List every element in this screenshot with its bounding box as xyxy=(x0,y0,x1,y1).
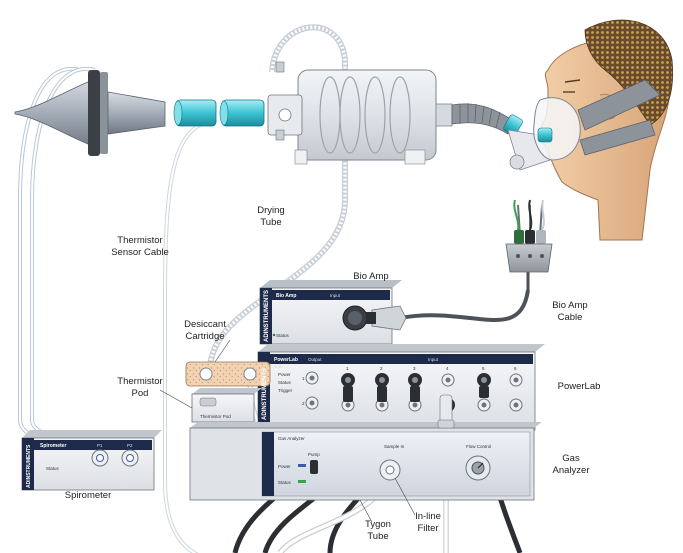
label-spirometer: Spirometer xyxy=(65,490,111,501)
powerlab-input-label: Input xyxy=(428,357,439,362)
gas-status-power: Power xyxy=(278,464,291,469)
powerlab-out-2: 2 xyxy=(302,401,305,406)
label-thermistor-pod-2: Pod xyxy=(132,388,149,399)
drying-tube-hose xyxy=(207,24,348,371)
gas-pump-label: Pump xyxy=(308,452,320,457)
cyan-connector-right xyxy=(219,99,265,127)
powerlab-status-status: Status xyxy=(278,380,292,385)
powerlab-in-label-2: 2 xyxy=(380,366,383,371)
gas-analyzer-device-title: Gas Analyzer xyxy=(278,436,305,441)
powerlab-in-label-3: 3 xyxy=(413,366,416,371)
thermistor-cable-to-pod xyxy=(163,123,201,553)
powerlab-device-title: PowerLab xyxy=(274,357,298,363)
label-desiccant-2: Cartridge xyxy=(185,331,224,342)
label-inline-filter-2: Filter xyxy=(417,523,438,534)
gas-status-status: Status xyxy=(278,480,292,485)
bio-amp-device: Bio Amp Input Status xyxy=(259,280,402,345)
powerlab-status-power: Power xyxy=(278,372,291,377)
mixing-chamber xyxy=(267,61,453,165)
cyan-connector-left xyxy=(173,99,217,127)
label-thermistor-pod-1: Thermistor xyxy=(117,376,162,387)
bnc-plugs xyxy=(343,386,489,402)
label-thermistor-sensor-cable-2: Sensor Cable xyxy=(111,247,169,258)
electrode-leads xyxy=(513,199,546,244)
label-bio-amp-cable-2: Cable xyxy=(558,312,583,323)
bio-amp-cable-connector xyxy=(505,243,553,273)
powerlab-in-label-4: 4 xyxy=(446,366,449,371)
label-inline-filter-1: In-line xyxy=(415,511,441,522)
powerlab-out-1: 1 xyxy=(302,376,305,381)
thermistor-pod-device-title: Thermistor Pod xyxy=(200,414,231,419)
label-bio-amp: Bio Amp xyxy=(353,271,388,282)
powerlab-output-label: Output xyxy=(308,357,322,362)
leader-lines xyxy=(159,339,416,523)
bio-amp-cable-line xyxy=(399,270,530,323)
gas-sample-plug xyxy=(437,394,455,429)
flow-head-cone xyxy=(14,70,166,156)
gas-sample-label: Sample In xyxy=(384,444,405,449)
powerlab-in-label-6: 6 xyxy=(514,366,517,371)
bio-amp-device-title: Bio Amp xyxy=(276,293,296,299)
label-tygon-tube-2: Tube xyxy=(367,531,388,542)
gas-analyzer-device: Gas Analyzer Power Status Pump Sample In… xyxy=(189,422,542,501)
powerlab-brand: ADINSTRUMENTS xyxy=(262,368,268,420)
bio-amp-status-label: Status xyxy=(276,333,290,338)
label-powerlab: PowerLab xyxy=(558,381,601,392)
powerlab-device: PowerLab 4/35 Output Input Power Status … xyxy=(257,344,545,431)
label-gas-analyzer-2: Analyzer xyxy=(553,465,590,476)
label-bio-amp-cable-1: Bio Amp xyxy=(552,300,587,311)
powerlab-status-trigger: Trigger xyxy=(278,388,293,393)
label-desiccant-1: Desiccant xyxy=(184,319,226,330)
label-gas-analyzer-1: Gas xyxy=(562,453,580,464)
desiccant-cartridge xyxy=(185,361,271,387)
bio-amp-plug xyxy=(366,305,407,331)
powerlab-output-ports: 1 2 xyxy=(302,371,319,410)
bio-amp-brand: ADINSTRUMENTS xyxy=(264,290,270,342)
powerlab-in-label-1: 1 xyxy=(346,366,349,371)
powerlab-in-label-5: 5 xyxy=(482,366,485,371)
bio-amp-input-label: Input xyxy=(330,293,341,298)
spirometer-device-title: Spirometer xyxy=(40,443,66,449)
label-drying-tube-2: Tube xyxy=(260,217,281,228)
spirometer-device: Spirometer P1 P2 Status xyxy=(21,430,162,491)
spiro-port-p1: P1 xyxy=(97,443,103,448)
label-tygon-tube-1: Tygon xyxy=(365,519,391,530)
label-thermistor-sensor-cable-1: Thermistor xyxy=(117,235,162,246)
label-drying-tube-1: Drying xyxy=(257,205,284,216)
face-mask xyxy=(533,79,661,161)
spiro-status-label: Status xyxy=(46,466,60,471)
powerlab-model: 4/35 xyxy=(274,364,283,369)
thermistor-pod: Thermistor Pod xyxy=(191,388,262,423)
spiro-port-p2: P2 xyxy=(127,443,133,448)
gas-flow-label: Flow Control xyxy=(466,444,491,449)
spirometer-brand: ADINSTRUMENTS xyxy=(26,444,32,488)
